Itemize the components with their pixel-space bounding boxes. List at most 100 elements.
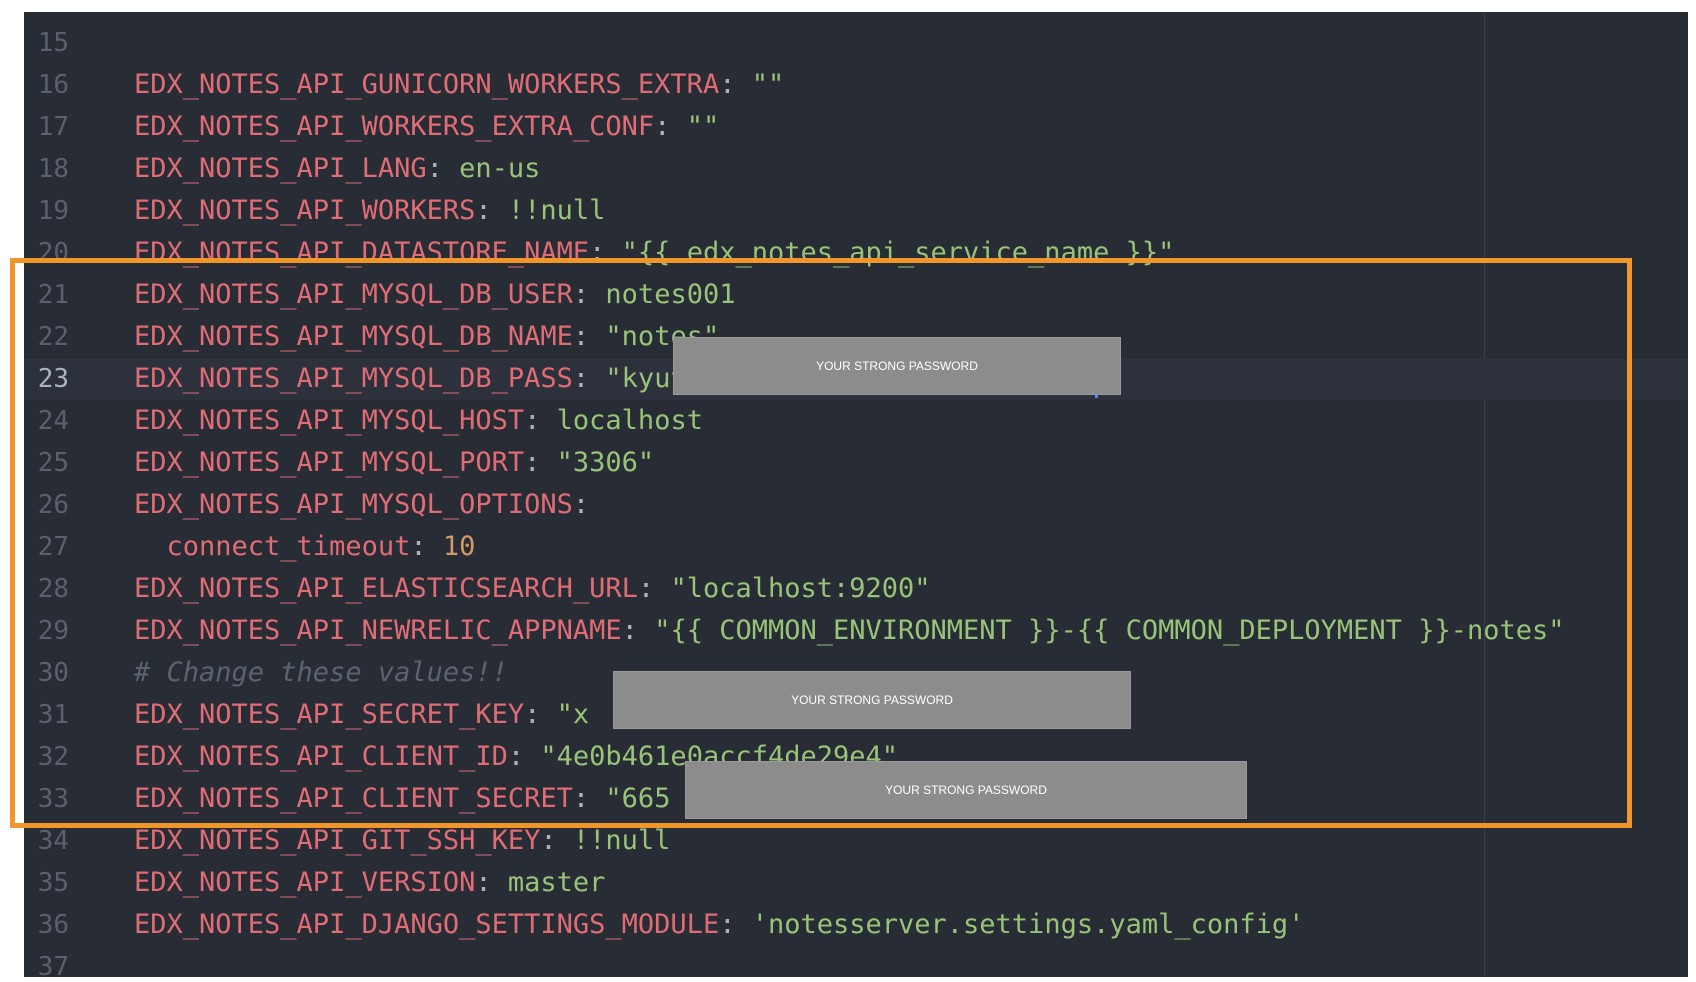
token-key: EDX_NOTES_API_CLIENT_SECRET: [134, 783, 573, 814]
line-number: 36: [37, 910, 69, 940]
code-line[interactable]: 22 EDX_NOTES_API_MYSQL_DB_NAME: "notes": [24, 316, 1688, 358]
line-number: 24: [37, 406, 69, 436]
token-str: "": [686, 111, 720, 142]
code-text: EDX_NOTES_API_MYSQL_PORT: "3306": [134, 442, 654, 484]
code-text: EDX_NOTES_API_GIT_SSH_KEY: !!null: [134, 820, 670, 862]
token-key: EDX_NOTES_API_ELASTICSEARCH_URL: [134, 573, 638, 604]
token-str: "x: [556, 699, 590, 730]
code-line[interactable]: 18 EDX_NOTES_API_LANG: en-us: [24, 148, 1688, 190]
line-number: 16: [37, 70, 69, 100]
code-text: EDX_NOTES_API_MYSQL_OPTIONS:: [134, 484, 589, 526]
token-key: EDX_NOTES_API_MYSQL_PORT: [134, 447, 525, 478]
token-comment: # Change these values!!: [134, 657, 508, 688]
token-key: EDX_NOTES_API_GIT_SSH_KEY: [134, 825, 541, 856]
token-punc: :: [524, 405, 557, 436]
redaction-secret-key: YOUR STRONG PASSWORD: [614, 672, 1130, 728]
code-line[interactable]: 17 EDX_NOTES_API_WORKERS_EXTRA_CONF: "": [24, 106, 1688, 148]
redaction-password: YOUR STRONG PASSWORD: [674, 338, 1120, 394]
code-text: EDX_NOTES_API_SECRET_KEY: "x r16": [134, 694, 1012, 736]
token-str: !!null: [507, 195, 606, 226]
token-punc: :: [572, 489, 590, 520]
token-str: "{{ edx_notes_api_service_name }}": [621, 237, 1175, 268]
token-key: EDX_NOTES_API_CLIENT_ID: [134, 741, 508, 772]
line-number: 20: [37, 238, 69, 268]
code-text: EDX_NOTES_API_MYSQL_DB_USER: notes001: [134, 274, 735, 316]
token-key: EDX_NOTES_API_VERSION: [134, 867, 476, 898]
code-text: EDX_NOTES_API_LANG: en-us: [134, 148, 540, 190]
code-line[interactable]: 26 EDX_NOTES_API_MYSQL_OPTIONS:: [24, 484, 1688, 526]
token-punc: :: [475, 195, 508, 226]
redaction-client-secret: YOUR STRONG PASSWORD: [686, 762, 1246, 818]
token-punc: :: [589, 237, 622, 268]
token-str: "665: [605, 783, 671, 814]
wrap-guide: [1484, 12, 1485, 977]
code-line[interactable]: 36 EDX_NOTES_API_DJANGO_SETTINGS_MODULE: …: [24, 904, 1688, 946]
token-key: EDX_NOTES_API_MYSQL_DB_NAME: [134, 321, 573, 352]
code-text: # Change these values!!: [134, 652, 508, 694]
token-punc: :: [524, 447, 557, 478]
token-punc: :: [426, 153, 460, 184]
code-line[interactable]: 28 EDX_NOTES_API_ELASTICSEARCH_URL: "loca…: [24, 568, 1688, 610]
token-key: EDX_NOTES_API_GUNICORN_WORKERS_EXTRA: [134, 69, 720, 100]
code-text: EDX_NOTES_API_VERSION: master: [134, 862, 605, 904]
line-number: 15: [37, 28, 69, 58]
line-number: 19: [37, 196, 69, 226]
code-line[interactable]: 37: [24, 946, 1688, 977]
token-str: !!null: [572, 825, 671, 856]
line-number: 28: [37, 574, 69, 604]
token-key: EDX_NOTES_API_DJANGO_SETTINGS_MODULE: [134, 909, 720, 940]
code-line[interactable]: 35 EDX_NOTES_API_VERSION: master: [24, 862, 1688, 904]
line-number: 31: [37, 700, 69, 730]
line-number: 18: [37, 154, 69, 184]
code-text: EDX_NOTES_API_WORKERS_EXTRA_CONF: "": [134, 106, 719, 148]
token-key: EDX_NOTES_API_NEWRELIC_APPNAME: [134, 615, 622, 646]
code-text: EDX_NOTES_API_DATASTORE_NAME: "{{ edx_no…: [134, 232, 1174, 274]
code-line[interactable]: 27 connect_timeout: 10: [24, 526, 1688, 568]
token-punc: :: [572, 279, 606, 310]
line-number: 37: [37, 952, 69, 977]
code-editor[interactable]: 15 16 EDX_NOTES_API_GUNICORN_WORKERS_EXTRA…: [24, 12, 1688, 977]
code-line[interactable]: 20 EDX_NOTES_API_DATASTORE_NAME: "{{ edx_…: [24, 232, 1688, 274]
token-punc: :: [621, 615, 655, 646]
token-str: "localhost:9200": [670, 573, 931, 604]
token-key: connect_timeout: [134, 531, 411, 562]
code-text: EDX_NOTES_API_WORKERS: !!null: [134, 190, 605, 232]
token-punc: :: [507, 741, 541, 772]
token-punc: :: [572, 783, 606, 814]
token-str: master: [507, 867, 606, 898]
line-number: 26: [37, 490, 69, 520]
line-number: 23: [37, 364, 69, 394]
line-number: 25: [37, 448, 69, 478]
token-punc: :: [637, 573, 671, 604]
line-number: 17: [37, 112, 69, 142]
line-number: 33: [37, 784, 69, 814]
code-line[interactable]: 15: [24, 22, 1688, 64]
line-number: 30: [37, 658, 69, 688]
token-str: "3306": [556, 447, 655, 478]
token-punc: :: [475, 867, 508, 898]
token-key: EDX_NOTES_API_DATASTORE_NAME: [134, 237, 590, 268]
line-number: 35: [37, 868, 69, 898]
token-key: EDX_NOTES_API_WORKERS: [134, 195, 476, 226]
code-text: EDX_NOTES_API_DJANGO_SETTINGS_MODULE: 'n…: [134, 904, 1304, 946]
line-number: 29: [37, 616, 69, 646]
token-key: EDX_NOTES_API_MYSQL_DB_PASS: [134, 363, 573, 394]
code-line[interactable]: 31 EDX_NOTES_API_SECRET_KEY: "x r16": [24, 694, 1688, 736]
token-key: EDX_NOTES_API_MYSQL_DB_USER: [134, 279, 573, 310]
code-text: EDX_NOTES_API_MYSQL_DB_NAME: "notes": [134, 316, 719, 358]
code-line[interactable]: 30 # Change these values!!: [24, 652, 1688, 694]
token-punc: :: [572, 363, 606, 394]
code-line[interactable]: 25 EDX_NOTES_API_MYSQL_PORT: "3306": [24, 442, 1688, 484]
token-str: en-us: [459, 153, 541, 184]
code-lines[interactable]: 15 16 EDX_NOTES_API_GUNICORN_WORKERS_EXTRA…: [24, 22, 1688, 977]
token-str: localhost: [556, 405, 703, 436]
token-str: "kyuy: [605, 363, 687, 394]
token-punc: :: [719, 69, 752, 100]
line-number: 22: [37, 322, 69, 352]
code-line[interactable]: 19 EDX_NOTES_API_WORKERS: !!null: [24, 190, 1688, 232]
